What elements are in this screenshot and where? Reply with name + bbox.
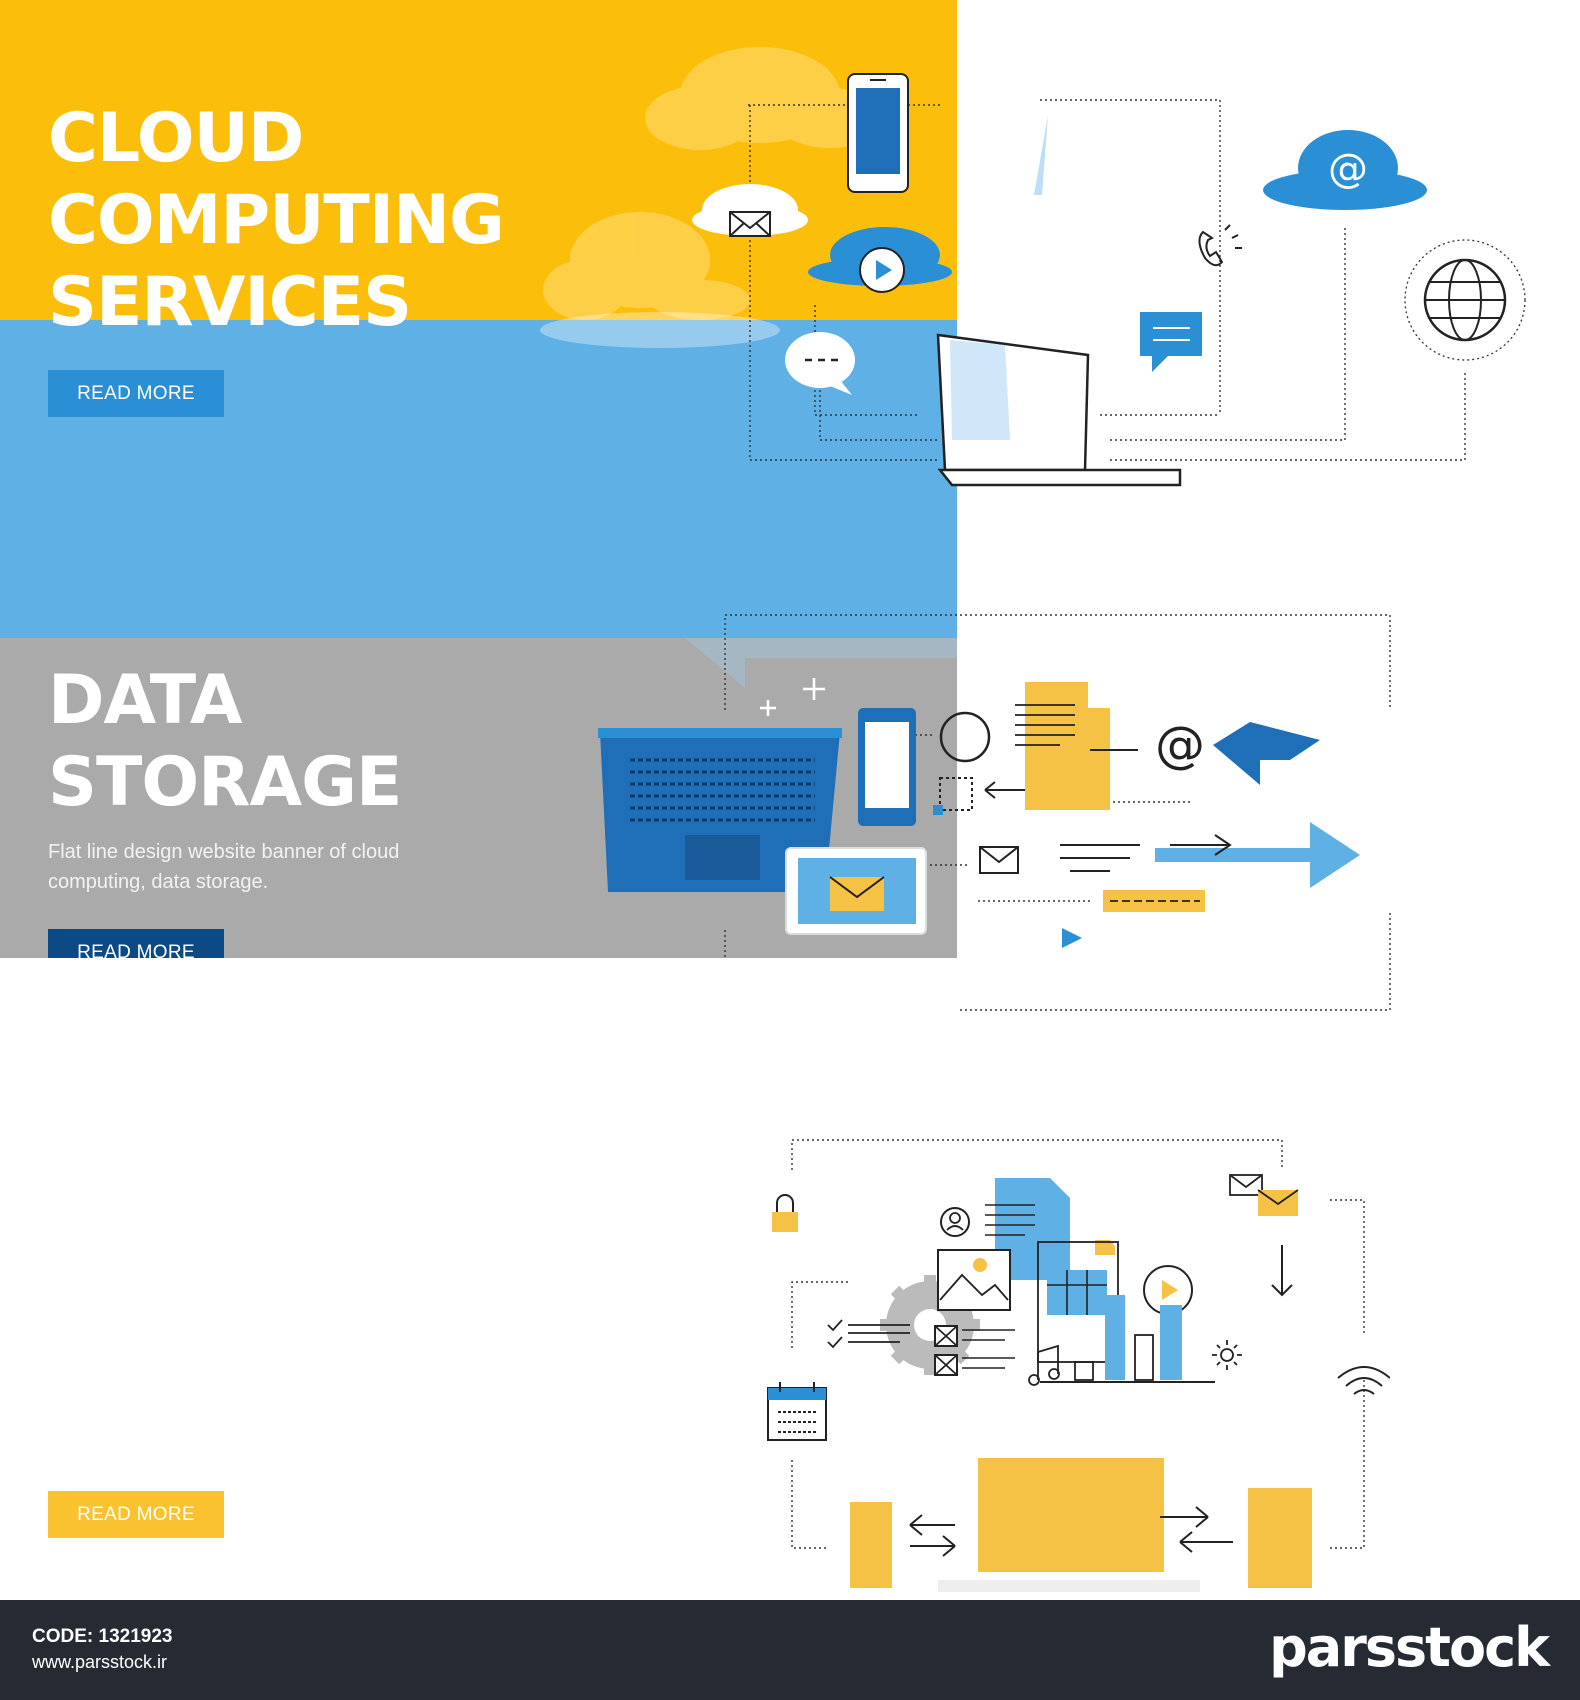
smartphone-icon bbox=[847, 73, 909, 193]
arrow-decorations bbox=[685, 638, 957, 688]
cloud-data-illustration bbox=[767, 1139, 1390, 1592]
svg-text:@: @ bbox=[1328, 146, 1368, 192]
banner-title-data-storage: DATA STORAGE bbox=[48, 661, 402, 822]
banner-cloud-computing: CLOUD COMPUTING SERVICES READ MORE bbox=[0, 0, 957, 638]
wifi-icon bbox=[1337, 1366, 1390, 1395]
read-more-button-cloud[interactable]: READ MORE bbox=[48, 370, 224, 417]
globe-icon bbox=[1404, 239, 1526, 361]
smartphone-icon bbox=[850, 1488, 1312, 1588]
mail-icon bbox=[1229, 1174, 1299, 1216]
message-icon bbox=[1140, 312, 1202, 372]
laptop-icon bbox=[938, 1458, 1200, 1592]
banner-title-cloud: CLOUD COMPUTING SERVICES bbox=[48, 99, 505, 342]
bar-chart-icon bbox=[1040, 1295, 1215, 1383]
at-sign-icon: @ bbox=[1263, 130, 1427, 210]
laptop-icon bbox=[598, 728, 842, 892]
mail-icon bbox=[979, 846, 1019, 874]
data-storage-illustration: @ bbox=[598, 614, 1391, 1011]
mail-icon bbox=[692, 184, 808, 237]
phone-icon bbox=[1198, 224, 1242, 267]
chat-bubble-icon bbox=[785, 332, 855, 395]
laptop-icon bbox=[936, 333, 1182, 487]
calendar-icon bbox=[767, 1382, 827, 1441]
user-icon bbox=[940, 1207, 970, 1237]
image-icon bbox=[937, 1249, 1011, 1311]
website-url[interactable]: www.parsstock.ir bbox=[32, 1652, 168, 1672]
sun-icon bbox=[1212, 1340, 1242, 1370]
music-icon bbox=[1028, 1344, 1094, 1386]
banner-description: Flat line design website banner of cloud… bbox=[48, 841, 400, 893]
play-icon bbox=[808, 227, 952, 293]
cloud-network-illustration: @ bbox=[692, 73, 1526, 487]
smartphone-icon bbox=[858, 708, 916, 826]
read-more-button-third[interactable]: READ MORE bbox=[48, 1491, 224, 1538]
document-icon bbox=[1015, 682, 1110, 810]
tablet-icon bbox=[785, 847, 927, 935]
brand-logo: parsstock bbox=[1269, 1616, 1550, 1679]
plus-icon bbox=[760, 678, 825, 716]
document-icon bbox=[985, 1178, 1115, 1280]
arrow-icon bbox=[1155, 722, 1360, 888]
image-code: CODE: 1321923 bbox=[32, 1626, 173, 1647]
footer-bar: CODE: 1321923 www.parsstock.ir parsstock bbox=[0, 1600, 1580, 1700]
lock-icon bbox=[772, 1194, 798, 1232]
at-sign-icon: @ bbox=[1155, 716, 1205, 774]
